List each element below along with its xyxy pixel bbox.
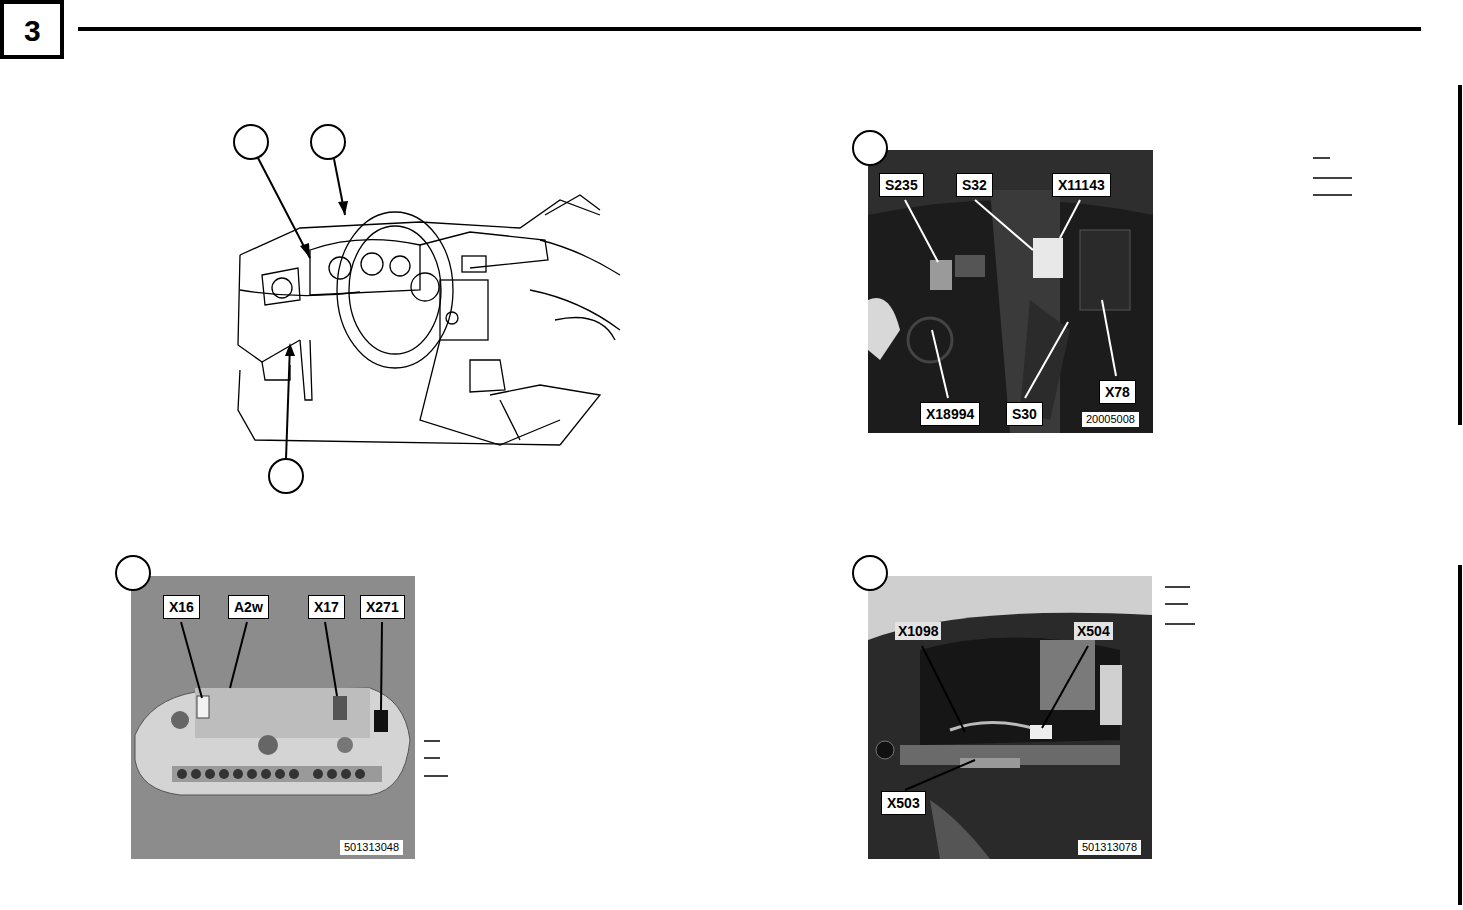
part-tag: X18994: [920, 402, 980, 426]
photo-leader-lines: [905, 200, 1116, 398]
callout-leader: [258, 158, 345, 459]
photo-pedal-area: [868, 150, 1153, 433]
cluster-bulb-sockets: [177, 769, 365, 779]
part-tag: S235: [879, 173, 924, 197]
part-tag: S32: [956, 173, 993, 197]
photo-id: 501313048: [340, 840, 403, 855]
photo-cluster-opening: [868, 576, 1152, 859]
callout-circle: [116, 125, 887, 590]
margin-bar: [1458, 85, 1462, 425]
part-tag: X1098: [895, 622, 941, 640]
page-box: [2, 2, 62, 57]
part-tag: X17: [308, 595, 345, 619]
header-rule: [78, 27, 1421, 31]
part-tag: A2w: [228, 595, 269, 619]
leader-arrowheads: [285, 201, 348, 356]
part-tag: X504: [1074, 622, 1113, 640]
photo-leader-lines: [181, 622, 1088, 790]
dashboard-illustration: [238, 195, 620, 445]
part-tag: X16: [163, 595, 200, 619]
photo-id: 501313078: [1078, 840, 1141, 855]
margin-bar: [1458, 565, 1462, 905]
photo-id: 20005008: [1082, 412, 1139, 427]
part-tag: X271: [360, 595, 405, 619]
part-tag: X11143: [1052, 173, 1111, 197]
part-tag: X503: [881, 791, 926, 815]
page-number: 3: [24, 16, 41, 46]
part-tag: X78: [1099, 380, 1136, 404]
blank-entry-line: [424, 158, 1352, 776]
part-tag: S30: [1006, 402, 1043, 426]
photo-instrument-cluster: [131, 576, 415, 859]
